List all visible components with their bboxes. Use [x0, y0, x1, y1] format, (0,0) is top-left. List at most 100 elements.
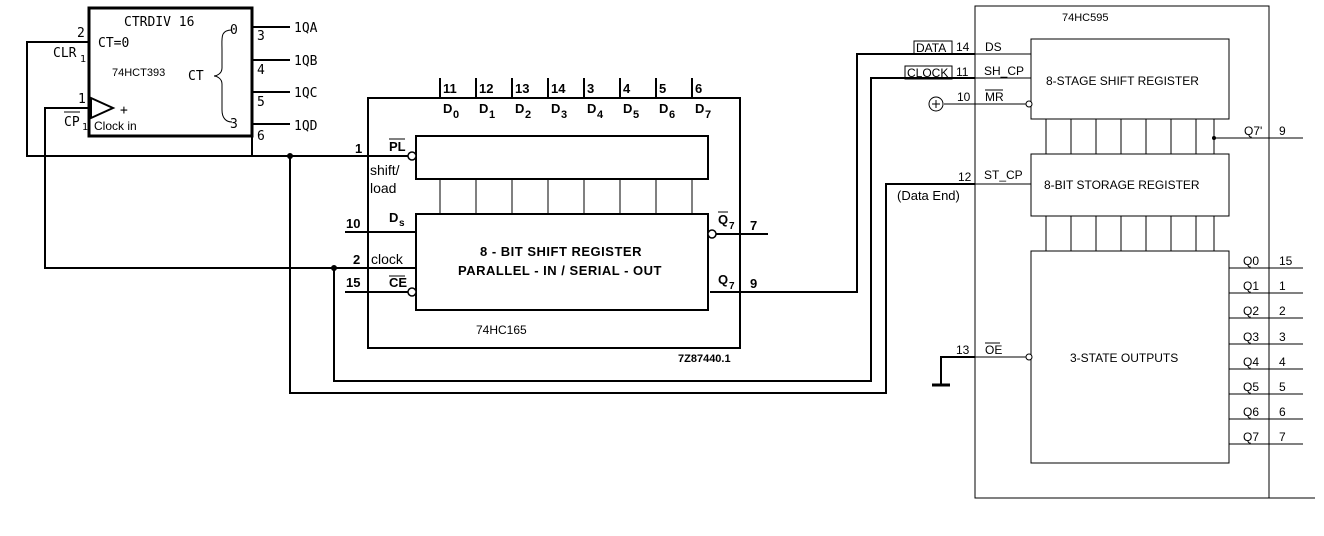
hc595-pin-stcp: 12 [958, 170, 972, 184]
counter-output-label: 1QB [294, 54, 318, 69]
hc165-pin-pl: 1 [355, 141, 362, 156]
counter-output-label: 1QA [294, 21, 318, 36]
output-label: Q4 [1243, 355, 1259, 369]
output-pin: 4 [1279, 355, 1286, 369]
output-label: Q5 [1243, 380, 1259, 394]
counter-body [87, 6, 254, 138]
counter-output-label: 1QD [294, 119, 318, 134]
hc165-pin-clk: 2 [353, 252, 360, 267]
hc165-shift-block [415, 213, 709, 311]
counter-output-label: 1QC [294, 86, 317, 101]
wire-oe-gnd [940, 356, 975, 384]
counter-pin-cp: 1 [78, 92, 86, 107]
counter-clock-in: Clock in [94, 119, 137, 133]
clock-label-box [904, 65, 953, 80]
counter-output-pins: 3 4 5 6 1QA 1QB 1QC 1QD [252, 21, 318, 144]
pl-inversion-bubble [407, 151, 417, 161]
hc595-output-label: 3-STATE OUTPUTS [1070, 351, 1178, 365]
hc165-ce-label: CE [389, 275, 407, 290]
counter-clr-label: CLR [53, 46, 77, 61]
hc165-parallel-block [415, 135, 709, 180]
output-pin: 1 [1279, 279, 1286, 293]
counter-clock-triangle [90, 96, 116, 120]
hc595-shift-label: 8-STAGE SHIFT REGISTER [1046, 74, 1199, 88]
hc165-pin-number: 4 [623, 81, 631, 96]
ce-inversion-bubble [407, 287, 417, 297]
hc165-title-line2: PARALLEL - IN / SERIAL - OUT [458, 263, 662, 278]
counter-clr-sub: 1 [80, 54, 86, 65]
output-pin: 5 [1279, 380, 1286, 394]
d-sub: 5 [633, 109, 639, 121]
d-letter: D [659, 101, 668, 116]
d-sub: 0 [453, 109, 459, 121]
hc595-data-end: (Data End) [897, 188, 960, 203]
hc165-pin-number: 6 [695, 81, 702, 96]
hc165-pin-ds: 10 [346, 216, 360, 231]
hc165-part: 74HC165 [476, 323, 527, 337]
d-sub: 4 [597, 109, 604, 121]
hc165-ds-sub: s [399, 218, 405, 229]
counter-ct-label: CT [188, 69, 204, 84]
hc165-pin-q7bar: 7 [750, 218, 757, 233]
d-letter: D [515, 101, 524, 116]
d-letter: D [587, 101, 596, 116]
output-pin: 2 [1279, 304, 1286, 318]
shift-register-74hc165: 8 - BIT SHIFT REGISTER PARALLEL - IN / S… [346, 78, 757, 365]
hc595-pin-oe: 13 [956, 343, 970, 357]
hc165-pin-number: 3 [587, 81, 594, 96]
d-sub: 2 [525, 109, 531, 121]
wires [26, 41, 975, 394]
hc165-pin-number: 5 [659, 81, 666, 96]
hc165-shift-load-2: load [370, 180, 396, 196]
counter-title: CTRDIV 16 [124, 15, 194, 30]
output-label: Q0 [1243, 254, 1259, 268]
hc595-part: 74HC595 [1062, 12, 1108, 24]
hc165-q7bar-label: Q [718, 212, 728, 227]
q7bar-inversion-bubble [707, 229, 717, 239]
hc595-clock-label: CLOCK [907, 66, 948, 80]
hc595-q7p-pin: 9 [1279, 124, 1286, 138]
output-label: Q7 [1243, 430, 1259, 444]
d-letter: D [695, 101, 704, 116]
wire-clock-to-shcp [333, 77, 975, 382]
output-pin: 15 [1279, 254, 1293, 268]
hc165-pl-label: PL [389, 139, 406, 154]
hc595-internal-bus-2 [1045, 216, 1215, 251]
d-letter: D [551, 101, 560, 116]
d-letter: D [443, 101, 452, 116]
hc165-outline [367, 97, 741, 349]
hc595-data-label: DATA [916, 41, 946, 55]
counter-q3-label: 3 [230, 117, 238, 132]
counter-plus: + [120, 103, 128, 118]
hc595-storage-block [1030, 153, 1230, 217]
hc595-ds: DS [985, 40, 1002, 54]
hc595-internal-bus-1 [1045, 119, 1215, 154]
hc595-shcp: SH_CP [984, 64, 1024, 78]
counter-74hct393: CTRDIV 16 CT=0 74HCT393 CT 0 3 CLR 1 2 1… [53, 6, 318, 144]
hc165-shift-load-1: shift/ [370, 162, 400, 178]
counter-reset-label: CT=0 [98, 36, 129, 51]
counter-q0-label: 0 [230, 23, 238, 38]
counter-pin-out: 3 [257, 29, 265, 44]
output-label: Q2 [1243, 304, 1259, 318]
hc595-pin-ds: 14 [956, 40, 970, 54]
output-label: Q6 [1243, 405, 1259, 419]
d-sub: 7 [705, 109, 711, 121]
hc165-q7-label: Q [718, 272, 728, 287]
hc165-title-line1: 8 - BIT SHIFT REGISTER [480, 244, 642, 259]
hc165-ds-label: D [389, 210, 398, 225]
hc165-internal-lines [439, 179, 693, 214]
d-letter: D [479, 101, 488, 116]
data-label-box [913, 40, 953, 55]
hc595-q7p-label: Q7' [1244, 124, 1262, 138]
hc595-mr: MR [985, 90, 1004, 104]
oe-inversion-bubble [1025, 353, 1033, 361]
d-sub: 1 [489, 109, 495, 121]
hc165-pin-number: 11 [443, 81, 457, 96]
hc165-pin-number: 13 [515, 81, 529, 96]
counter-cp-sub: 1 [82, 122, 88, 133]
counter-brace [213, 29, 233, 123]
junction-dot [1212, 136, 1216, 140]
counter-cp-label: CP [64, 115, 80, 130]
